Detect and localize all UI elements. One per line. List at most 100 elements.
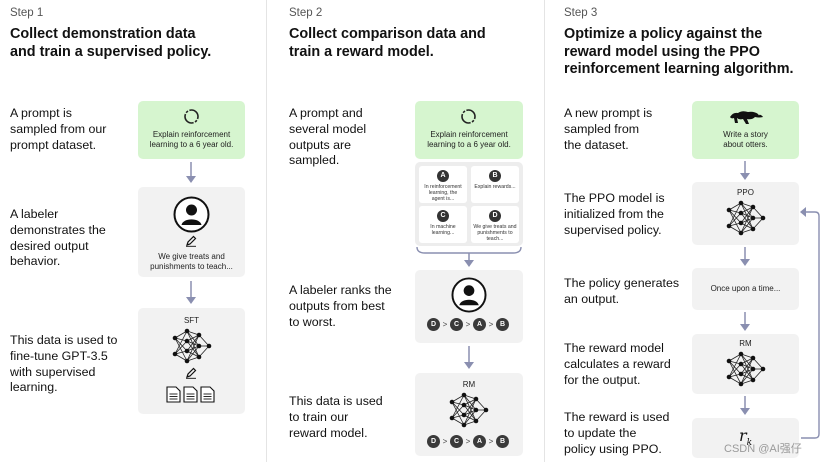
- output-text: Explain rewards...: [473, 184, 517, 190]
- desc-line: The reward is used: [564, 410, 670, 424]
- prompt-text: Explain reinforcement learning to a 6 ye…: [138, 130, 245, 150]
- rank-node: A: [473, 318, 486, 331]
- rank-separator: >: [488, 320, 494, 329]
- step-3-title-line: reinforcement learning algorithm.: [564, 61, 794, 77]
- rank-separator: >: [465, 320, 471, 329]
- neural-network-icon: [449, 392, 489, 428]
- output-text: We give treats and punishments to teach.…: [473, 224, 517, 243]
- rank-separator: >: [442, 437, 448, 446]
- otter-icon: [730, 111, 763, 124]
- step-1-desc-prompt: A prompt is sampled from our prompt data…: [10, 106, 106, 153]
- rank-node: B: [496, 435, 509, 448]
- step-1-desc-labeler: A labeler demonstrates the desired outpu…: [10, 207, 106, 270]
- output-line: In reinforcement: [424, 184, 462, 190]
- desc-line: A labeler ranks the: [289, 283, 392, 297]
- document-icon: [166, 386, 181, 403]
- desc-line: A labeler: [10, 207, 59, 221]
- desc-line: fine-tune GPT-3.5: [10, 348, 108, 363]
- labeler-line: punishments to teach...: [150, 262, 233, 271]
- arrow-down-icon: [185, 162, 197, 184]
- person-icon: [451, 277, 487, 313]
- desc-line: an output.: [564, 291, 620, 306]
- output-line: punishments to: [477, 230, 513, 237]
- prompt-line: learning to a 6 year old.: [427, 140, 511, 149]
- step-3-desc-reward: The reward model calculates a reward for…: [564, 341, 671, 388]
- labeler-line: We give treats and: [158, 252, 225, 261]
- rank-node: B: [496, 318, 509, 331]
- desc-line: to update the: [564, 425, 637, 440]
- sft-label: SFT: [183, 316, 200, 325]
- step-3-desc-ppo: The PPO model is initialized from the su…: [564, 191, 665, 238]
- desc-line: the dataset.: [564, 137, 629, 152]
- desc-line: for the output.: [564, 372, 641, 387]
- step-2-title-line: Collect comparison data and: [289, 26, 486, 42]
- step-1-title-line: and train a supervised policy.: [10, 43, 212, 60]
- desc-line: sampled from our: [10, 121, 107, 136]
- prompt-text: Explain reinforcement learning to a 6 ye…: [415, 130, 523, 150]
- step-2-title: Collect comparison data and train a rewa…: [289, 26, 486, 61]
- watermark: CSDN @AI强仔: [724, 443, 802, 455]
- labeler-text: We give treats and punishments to teach.…: [138, 252, 245, 272]
- step-3-title: Optimize a policy against the reward mod…: [564, 26, 794, 79]
- policy-output-card: Once upon a time...: [692, 268, 799, 310]
- rm-label: RM: [739, 339, 752, 348]
- step-divider: [266, 0, 267, 462]
- arrow-down-icon: [739, 247, 751, 267]
- prompt-text: Write a story about otters.: [692, 130, 799, 150]
- step-2-desc-train: This data is used to train our reward mo…: [289, 394, 383, 441]
- arrow-down-icon: [185, 281, 197, 305]
- desc-line: supervised policy.: [564, 222, 662, 237]
- prompt-card: Write a story about otters.: [692, 101, 799, 159]
- neural-network-icon: [726, 200, 766, 236]
- output-line: Explain rewards...: [474, 184, 516, 190]
- reward-card: rk: [692, 418, 799, 458]
- desc-line: The PPO model is: [564, 191, 665, 205]
- document-icon: [183, 386, 198, 403]
- step-2-desc-rank: A labeler ranks the outputs from best to…: [289, 283, 392, 330]
- desc-line: policy using PPO.: [564, 441, 662, 456]
- step-2: Step 2 Collect comparison data and train…: [280, 0, 544, 462]
- desc-line: The reward model: [564, 341, 664, 355]
- prompt-line: Write a story: [723, 130, 768, 139]
- prompt-line: about otters.: [723, 140, 768, 149]
- arrow-down-icon: [463, 346, 475, 370]
- desc-line: prompt dataset.: [10, 137, 97, 152]
- desc-line: sampled.: [289, 153, 340, 168]
- prompt-card: Explain reinforcement learning to a 6 ye…: [138, 101, 245, 159]
- document-icon: [200, 386, 215, 403]
- prompt-line: learning to a 6 year old.: [149, 140, 234, 149]
- labeler-card: We give treats and punishments to teach.…: [138, 187, 245, 277]
- desc-line: several model: [289, 121, 367, 136]
- desc-line: The policy generates: [564, 276, 680, 290]
- desc-line: This data is used: [289, 394, 383, 408]
- outputs-card: A In reinforcement learning, the agent i…: [415, 162, 523, 246]
- person-icon: [173, 196, 210, 233]
- rank-node: D: [427, 318, 440, 331]
- desc-line: with supervised: [10, 364, 96, 379]
- desc-line: to worst.: [289, 314, 336, 329]
- desc-line: behavior.: [10, 254, 61, 269]
- recycle-icon: [461, 109, 476, 124]
- pencil-icon: [186, 235, 197, 247]
- output-line: learning...: [431, 230, 455, 237]
- desc-line: outputs are: [289, 137, 351, 152]
- desc-line: A prompt and: [289, 106, 363, 120]
- desc-line: desired output: [10, 238, 89, 253]
- output-d: D We give treats and punishments to teac…: [471, 206, 519, 243]
- step-1: Step 1 Collect demonstration data and tr…: [0, 0, 266, 462]
- rank-separator: >: [488, 437, 494, 446]
- rank-node: C: [450, 318, 463, 331]
- reward-symbol: r: [738, 426, 747, 445]
- reward-model-card: RM D > C > A > B: [415, 373, 523, 456]
- output-letter: B: [489, 170, 501, 182]
- ppo-label: PPO: [737, 188, 754, 197]
- prompt-card: Explain reinforcement learning to a 6 ye…: [415, 101, 523, 159]
- output-letter: C: [437, 210, 449, 222]
- output-c: C In machine learning...: [419, 206, 467, 243]
- output-letter: D: [489, 210, 501, 222]
- step-3-title-line: reward model using the PPO: [564, 43, 760, 60]
- desc-line: sampled from: [564, 121, 640, 136]
- output-text: In reinforcement learning, the agent is.…: [421, 184, 465, 203]
- bracket-icon: [416, 247, 522, 267]
- desc-line: to train our: [289, 409, 349, 424]
